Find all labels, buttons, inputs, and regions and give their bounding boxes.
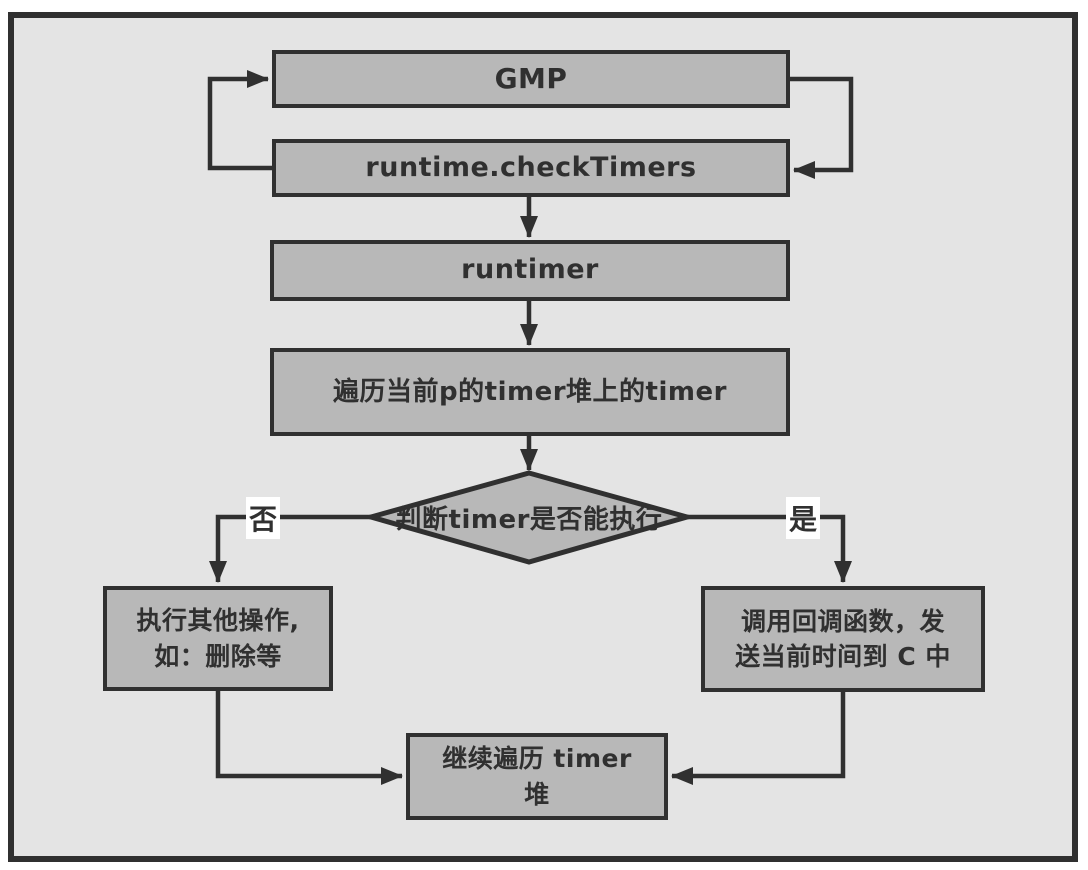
edge-label-no-text: 否 bbox=[248, 503, 277, 536]
decision-diamond-label-wrap: 判断timer是否能执行 bbox=[359, 495, 699, 540]
decision-diamond-label: 判断timer是否能执行 bbox=[395, 505, 663, 535]
node-runtimer-label: runtimer bbox=[461, 254, 599, 286]
node-continue-traverse-line1: 继续遍历 timer bbox=[442, 744, 632, 773]
node-traverse-timer-heap-label: 遍历当前p的timer堆上的timer bbox=[333, 376, 727, 407]
node-runtime-checktimers-label: runtime.checkTimers bbox=[365, 151, 697, 183]
node-runtime-checktimers: runtime.checkTimers bbox=[272, 139, 790, 197]
node-continue-traverse-line2: 堆 bbox=[524, 779, 550, 809]
node-runtimer: runtimer bbox=[270, 240, 790, 301]
edge-label-yes-text: 是 bbox=[788, 503, 817, 536]
edge-label-yes: 是 bbox=[786, 497, 820, 539]
node-other-operations-line2: 如：删除等 bbox=[154, 641, 282, 671]
node-gmp-label: GMP bbox=[494, 62, 568, 96]
node-continue-traverse: 继续遍历 timer 堆 bbox=[406, 733, 668, 820]
node-other-operations-line1: 执行其他操作, bbox=[136, 606, 300, 635]
node-other-operations: 执行其他操作, 如：删除等 bbox=[103, 586, 333, 691]
node-gmp: GMP bbox=[272, 50, 790, 108]
node-call-callback-line1: 调用回调函数，发 bbox=[740, 606, 945, 636]
node-traverse-timer-heap: 遍历当前p的timer堆上的timer bbox=[270, 348, 790, 436]
node-call-callback: 调用回调函数，发 送当前时间到 C 中 bbox=[701, 586, 985, 692]
node-call-callback-line2: 送当前时间到 C 中 bbox=[735, 642, 951, 671]
edge-label-no: 否 bbox=[246, 497, 280, 539]
